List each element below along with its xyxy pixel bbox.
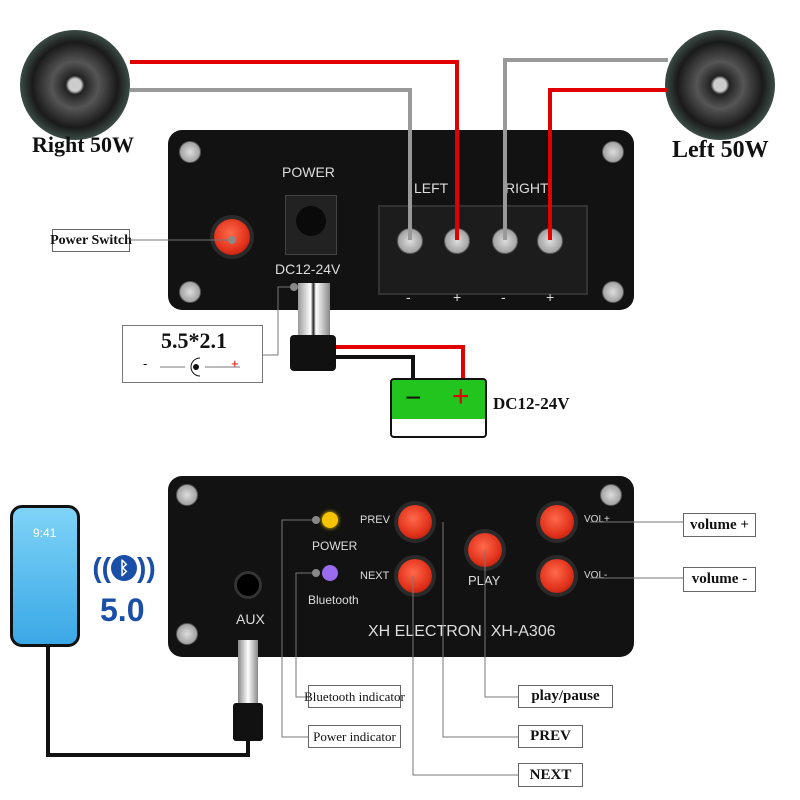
prev-label: PREV <box>360 514 390 526</box>
right-speaker <box>20 30 130 140</box>
terminal-screw-icon[interactable] <box>537 228 563 254</box>
screw-icon <box>602 141 624 163</box>
jack-plus: + <box>231 356 239 371</box>
aux-label: AUX <box>236 611 265 627</box>
dc-plug-cap <box>290 335 336 371</box>
battery-plus: + <box>452 380 470 413</box>
bluetooth-led <box>322 565 338 581</box>
power-jack-label: POWER <box>282 164 335 180</box>
next-label: NEXT <box>360 570 390 582</box>
aux-jack[interactable] <box>234 571 262 599</box>
power-indicator-callout: Power indicator <box>308 725 401 748</box>
screw-icon <box>176 484 198 506</box>
screw-icon <box>602 281 624 303</box>
jack-size-callout: 5.5*2.1 - + <box>122 325 263 383</box>
screw-icon <box>176 623 198 645</box>
jack-size: 5.5*2.1 <box>161 328 227 353</box>
bluetooth-icon: ((ᛒ)) <box>92 552 156 583</box>
terminal-polarity: - <box>406 289 411 305</box>
vol-minus-label: VOL- <box>584 570 608 581</box>
bluetooth-version: 5.0 <box>100 592 145 628</box>
volume-up-button[interactable] <box>540 505 574 539</box>
phone-time: 9:41 <box>33 526 57 540</box>
left-speaker-label: Left 50W <box>672 137 769 163</box>
battery <box>390 378 487 438</box>
terminal-polarity: + <box>453 289 462 305</box>
screw-icon <box>179 281 201 303</box>
volume-down-button[interactable] <box>540 559 574 593</box>
volume-minus-callout: volume - <box>683 567 756 592</box>
prev-callout: PREV <box>518 725 583 748</box>
dc-power-jack[interactable] <box>285 195 337 255</box>
power-switch-callout: Power Switch <box>50 229 132 252</box>
dc-voltage-label: DC12-24V <box>275 261 341 277</box>
screw-icon <box>179 141 201 163</box>
aux-plug-cap <box>233 703 263 741</box>
right-speaker-label: Right 50W <box>32 132 135 157</box>
bluetooth-led-label: Bluetooth <box>308 593 359 607</box>
play-pause-callout: play/pause <box>518 685 613 708</box>
model-label: XH ELECTRON XH-A306 <box>368 623 556 640</box>
play-label: PLAY <box>468 573 501 588</box>
volume-plus-callout: volume + <box>683 513 756 537</box>
power-led <box>322 512 338 528</box>
prev-button[interactable] <box>398 505 432 539</box>
left-speaker <box>665 30 775 140</box>
battery-minus: − <box>405 382 422 413</box>
next-button[interactable] <box>398 559 432 593</box>
right-channel-label: RIGHT <box>505 180 549 196</box>
screw-icon <box>600 484 622 506</box>
dc-plug <box>298 283 330 338</box>
terminal-polarity: + <box>546 289 555 305</box>
next-callout: NEXT <box>518 763 583 787</box>
aux-plug <box>238 640 258 705</box>
left-channel-label: LEFT <box>414 180 449 196</box>
battery-voltage-label: DC12-24V <box>493 394 570 413</box>
power-led-label: POWER <box>312 539 358 553</box>
smartphone: 9:41 <box>10 505 80 647</box>
jack-minus: - <box>143 356 148 371</box>
bluetooth-indicator-callout: Bluetooth indicator <box>304 685 405 708</box>
vol-plus-label: VOL+ <box>584 514 610 525</box>
terminal-polarity: - <box>501 289 506 305</box>
